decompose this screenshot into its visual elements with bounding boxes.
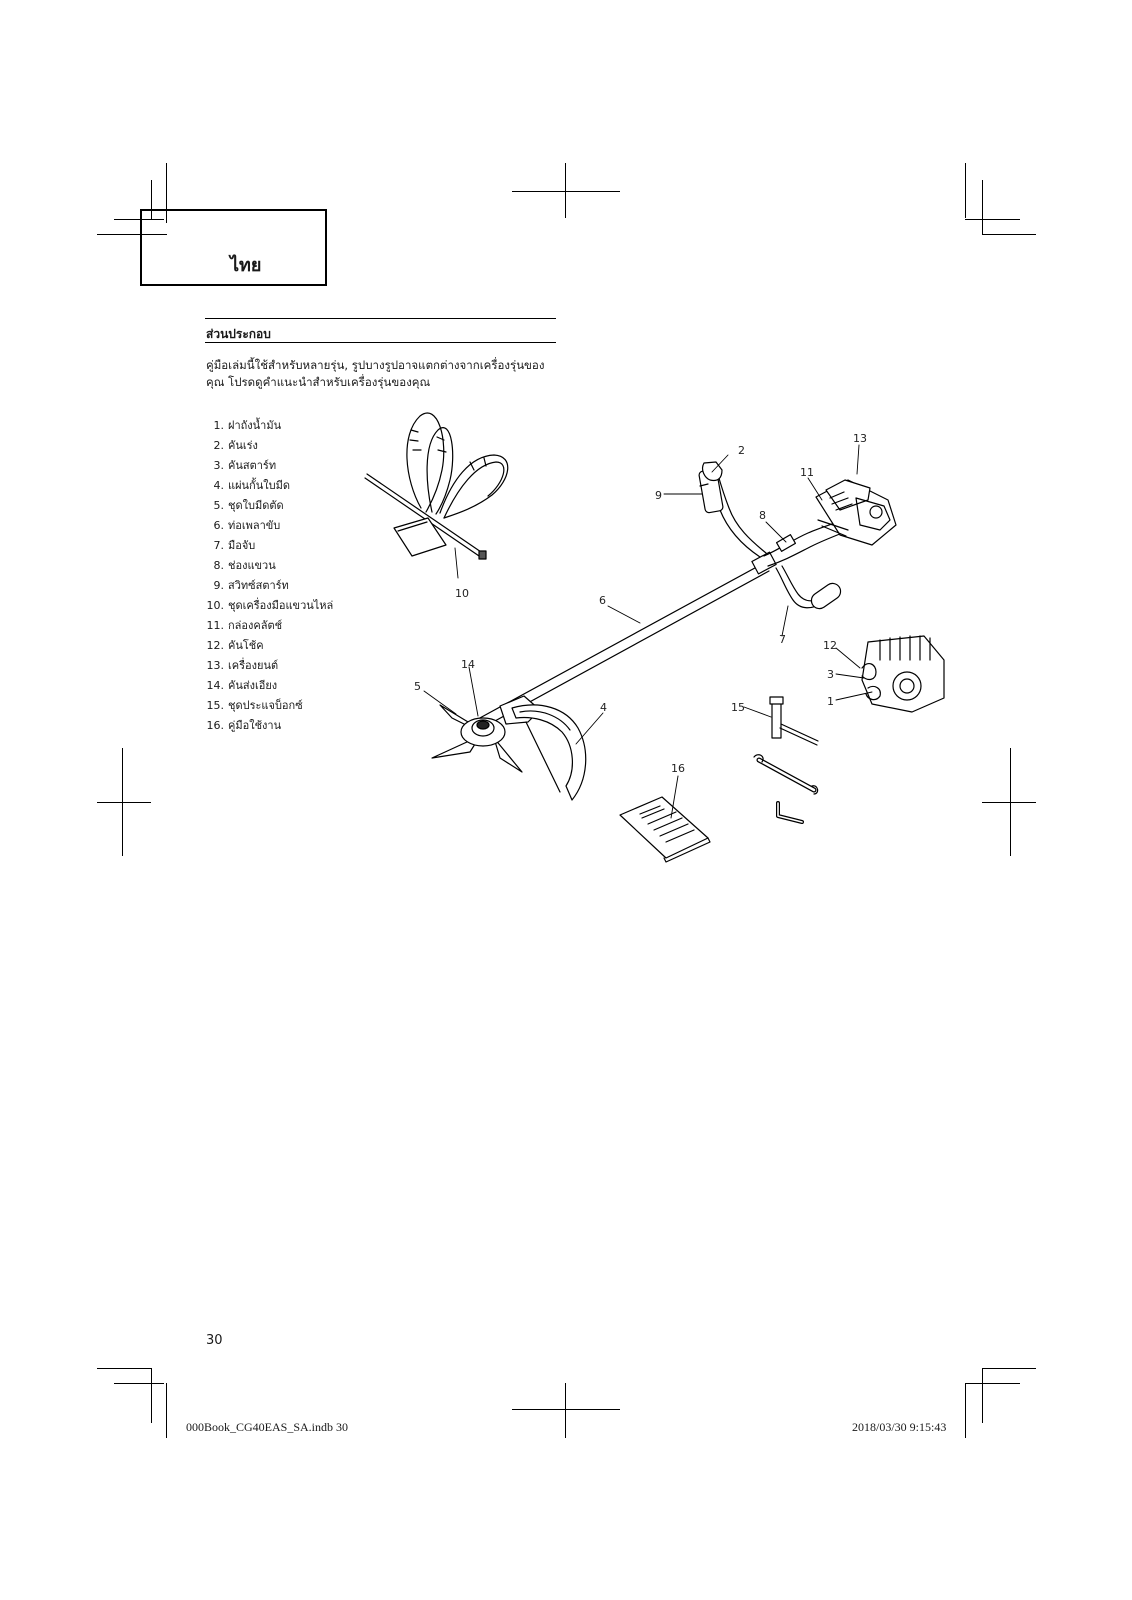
list-item: 11.กล่องคลัตช์	[206, 616, 333, 636]
callout-1: 1	[827, 695, 834, 708]
part-number: 2.	[213, 439, 225, 452]
part-label: เครื่องยนต์	[228, 659, 279, 672]
callout-6: 6	[599, 594, 606, 607]
part-number: 16.	[206, 719, 225, 732]
part-number: 15.	[206, 699, 225, 712]
list-item: 15.ชุดประแจบ็อกซ์	[206, 696, 333, 716]
shoulder-harness-drawing	[364, 412, 509, 560]
callout-16: 16	[671, 762, 685, 775]
callout-2: 2	[738, 444, 745, 457]
part-number: 4.	[213, 479, 225, 492]
manual-drawing	[619, 796, 711, 863]
leader-lines	[423, 444, 873, 819]
part-label: คันเร่ง	[228, 439, 258, 452]
part-number: 5.	[213, 499, 225, 512]
part-label: แผ่นกั้นใบมีด	[228, 479, 290, 492]
callout-3: 3	[827, 668, 834, 681]
callout-numbers: 10 2 13 11 9 8 6 7 12 3 1 14 5 4 15 16	[414, 432, 867, 775]
parts-list: 1.ฝาถังน้ำมัน 2.คันเร่ง 3.คันสตาร์ท 4.แผ…	[206, 416, 334, 736]
language-tab-label: ไทย	[230, 255, 262, 276]
list-item: 4.แผ่นกั้นใบมีด	[206, 476, 333, 496]
list-item: 12.คันโช้ค	[206, 636, 333, 656]
part-label: คู่มือใช้งาน	[228, 719, 282, 732]
list-item: 8.ช่องแขวน	[206, 556, 333, 576]
section-top-rule	[205, 318, 556, 319]
part-label: ช่องแขวน	[228, 559, 276, 572]
list-item: 10.ชุดเครื่องมือแขวนไหล่	[206, 596, 334, 616]
part-label: คันสตาร์ท	[228, 459, 277, 472]
callout-15: 15	[731, 701, 745, 714]
list-item: 6.ท่อเพลาขับ	[206, 516, 333, 536]
part-number: 14.	[206, 679, 225, 692]
callout-14: 14	[461, 658, 475, 671]
part-label: ชุดเครื่องมือแขวนไหล่	[228, 599, 334, 612]
part-number: 1.	[213, 419, 225, 432]
list-item: 5.ชุดใบมีดตัด	[206, 496, 333, 516]
section-title: ส่วนประกอบ	[206, 327, 271, 341]
callout-8: 8	[759, 509, 766, 522]
footer-datetime: 2018/03/30 9:15:43	[852, 1420, 947, 1434]
part-number: 8.	[213, 559, 225, 572]
engine-closeup-drawing	[861, 635, 945, 713]
drive-shaft-drawing	[477, 562, 770, 728]
section-bottom-rule	[205, 342, 556, 343]
list-item: 16.คู่มือใช้งาน	[206, 716, 333, 736]
part-number: 12.	[206, 639, 225, 652]
part-label: ท่อเพลาขับ	[228, 519, 281, 532]
intro-line: คู่มือเล่มนี้ใช้สำหรับหลายรุ่น, รูปบางรู…	[206, 358, 545, 372]
callout-10: 10	[455, 587, 469, 600]
part-number: 7.	[213, 539, 225, 552]
intro-line: คุณ โปรดดูคำแนะนำสำหรับเครื่องรุ่นของคุณ	[206, 375, 431, 389]
part-number: 10.	[206, 599, 225, 612]
part-number: 3.	[213, 459, 225, 472]
list-item: 7.มือจับ	[206, 536, 333, 556]
callout-4: 4	[600, 701, 607, 714]
list-item: 13.เครื่องยนต์	[206, 656, 333, 676]
list-item: 1.ฝาถังน้ำมัน	[206, 416, 333, 436]
part-label: ฝาถังน้ำมัน	[228, 419, 282, 432]
callout-11: 11	[800, 466, 814, 479]
list-item: 2.คันเร่ง	[206, 436, 333, 456]
part-label: คันโช้ค	[228, 639, 264, 652]
part-label: ชุดประแจบ็อกซ์	[228, 699, 303, 712]
part-label: คันส่งเอียง	[228, 679, 278, 692]
blade-assembly-drawing	[431, 695, 587, 801]
part-number: 9.	[213, 579, 225, 592]
box-spanner-set-drawing	[753, 696, 819, 824]
part-label: มือจับ	[228, 539, 256, 552]
callout-5: 5	[414, 680, 421, 693]
list-item: 9.สวิทซ์สตาร์ท	[206, 576, 333, 596]
callout-12: 12	[823, 639, 837, 652]
part-label: กล่องคลัตช์	[228, 619, 283, 632]
part-number: 13.	[206, 659, 225, 672]
part-label: สวิทซ์สตาร์ท	[228, 579, 289, 592]
callout-13: 13	[853, 432, 867, 445]
callout-9: 9	[655, 489, 662, 502]
part-label: ชุดใบมีดตัด	[228, 499, 284, 512]
list-item: 3.คันสตาร์ท	[206, 456, 333, 476]
part-number: 11.	[206, 619, 225, 632]
page-number: 30	[206, 1333, 223, 1348]
language-tab-box	[140, 209, 327, 286]
list-item: 14.คันส่งเอียง	[206, 676, 333, 696]
footer-filename: 000Book_CG40EAS_SA.indb 30	[186, 1420, 349, 1434]
callout-7: 7	[779, 633, 786, 646]
part-number: 6.	[213, 519, 225, 532]
engine-drawing	[815, 479, 897, 546]
intro-paragraph: คู่มือเล่มนี้ใช้สำหรับหลายรุ่น, รูปบางรู…	[206, 357, 566, 391]
